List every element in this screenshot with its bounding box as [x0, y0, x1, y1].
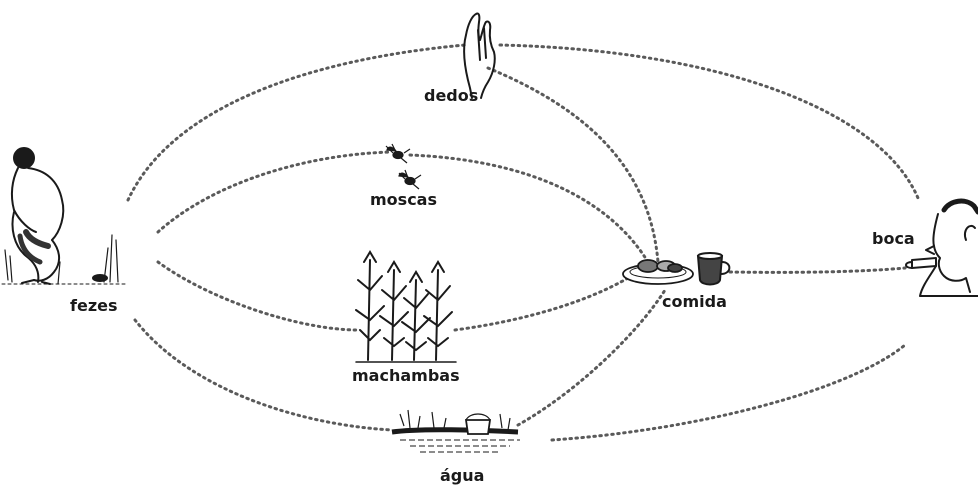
- fly-icon: [398, 169, 422, 190]
- path-flies-food: [408, 153, 650, 264]
- label-mouth: boca: [872, 229, 915, 248]
- path-water-mouth: [550, 343, 907, 442]
- path-fields-food: [453, 276, 630, 332]
- label-flies: moscas: [370, 190, 437, 209]
- label-food: comida: [662, 292, 727, 311]
- hand-icon: [463, 12, 496, 99]
- crops-icon: [355, 250, 457, 363]
- label-fields: machambas: [352, 366, 460, 385]
- path-feces-fingers: [126, 43, 467, 202]
- path-food-mouth: [728, 266, 907, 274]
- water-bucket-icon: [391, 409, 520, 453]
- cup-icon: [696, 252, 731, 286]
- path-water-food: [516, 288, 667, 427]
- path-fingers-food: [486, 66, 660, 264]
- plate-food-icon: [622, 259, 694, 285]
- path-feces-flies: [156, 150, 392, 234]
- person-eating-icon: [905, 198, 978, 297]
- label-water: água: [440, 466, 485, 485]
- label-fingers: dedos: [424, 86, 479, 105]
- path-feces-water: [133, 318, 394, 432]
- path-fingers-mouth: [498, 43, 920, 200]
- squatting-person-icon: [1, 147, 129, 285]
- path-feces-fields: [156, 260, 360, 332]
- label-feces: fezes: [70, 296, 118, 315]
- fly-icon: [385, 143, 411, 164]
